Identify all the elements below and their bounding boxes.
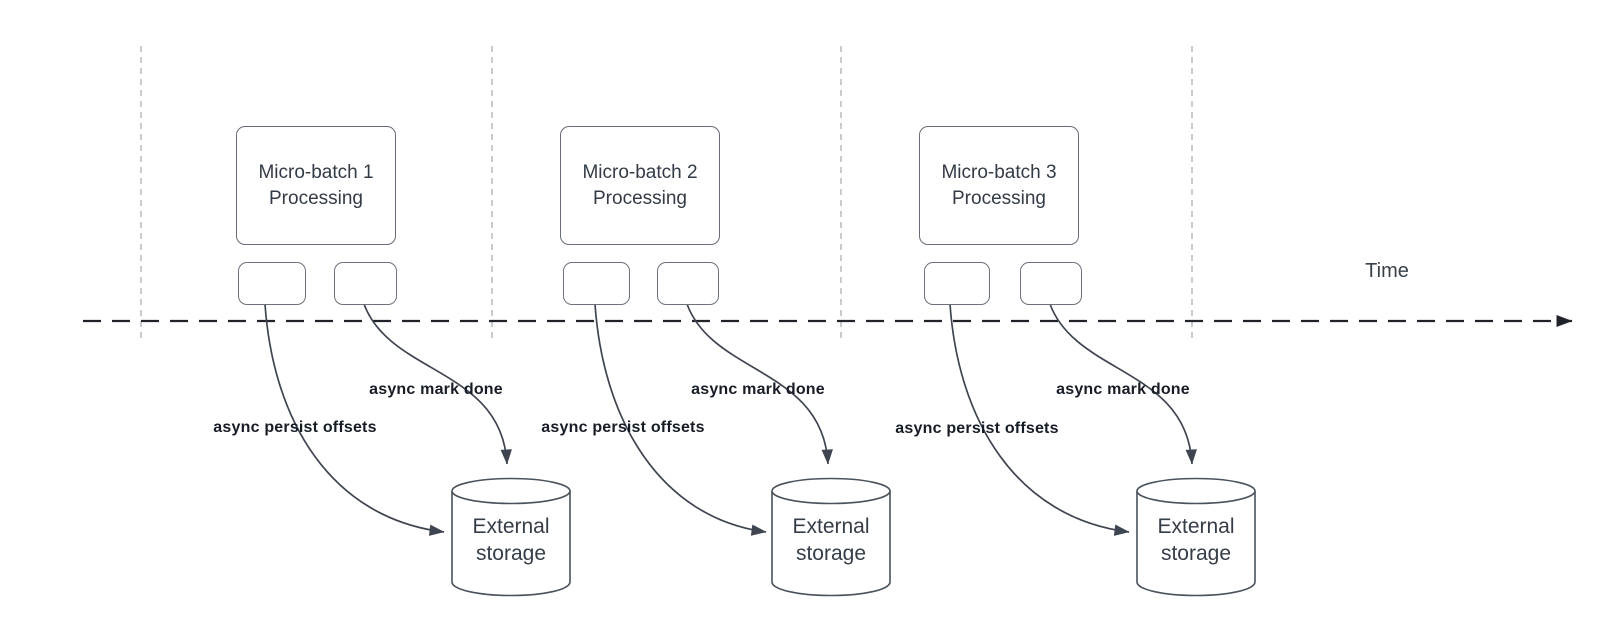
micro-batch-1-title: Micro-batch 1: [258, 161, 374, 183]
done-task-chip-2: [657, 262, 719, 305]
micro-batch-1-box: Micro-batch 1 Processing: [236, 126, 396, 245]
micro-batch-3-subtitle: Processing: [952, 187, 1046, 209]
micro-batch-3-box: Micro-batch 3 Processing: [919, 126, 1079, 245]
done-task-chip-1: [334, 262, 397, 305]
micro-batch-3-title: Micro-batch 3: [941, 161, 1057, 183]
external-storage-cylinder-3: [1136, 477, 1256, 597]
mark-done-label-1: async mark done: [369, 381, 503, 398]
done-task-chip-3: [1020, 262, 1082, 305]
offset-task-chip-3: [924, 262, 990, 305]
mark-done-label-2: async mark done: [691, 381, 825, 398]
persist-offsets-label-2: async persist offsets: [541, 419, 705, 436]
offset-task-chip-2: [563, 262, 630, 305]
micro-batch-2-subtitle: Processing: [593, 187, 687, 209]
mark-done-arrow-2: [686, 303, 833, 465]
persist-offsets-arrow-3: [949, 303, 1130, 536]
mark-done-arrow-1: [363, 303, 512, 465]
external-storage-cylinder-1: [451, 477, 571, 597]
mark-done-arrow-3: [1049, 303, 1197, 465]
persist-offsets-label-1: async persist offsets: [213, 419, 377, 436]
storage-label-1: External storage: [472, 515, 550, 565]
micro-batch-2-box: Micro-batch 2 Processing: [560, 126, 720, 245]
storage-label-2: External storage: [792, 515, 870, 565]
micro-batch-1-subtitle: Processing: [269, 187, 363, 209]
persist-offsets-label-3: async persist offsets: [895, 420, 1059, 437]
mark-done-label-3: async mark done: [1056, 381, 1190, 398]
persist-offsets-arrow-1: [264, 303, 445, 536]
storage-label-3: External storage: [1157, 515, 1235, 565]
offset-task-chip-1: [238, 262, 306, 305]
persist-offsets-arrow-2: [594, 303, 767, 536]
micro-batch-2-title: Micro-batch 2: [582, 161, 698, 183]
external-storage-cylinder-2: [771, 477, 891, 597]
time-axis-label: Time: [1365, 260, 1409, 282]
